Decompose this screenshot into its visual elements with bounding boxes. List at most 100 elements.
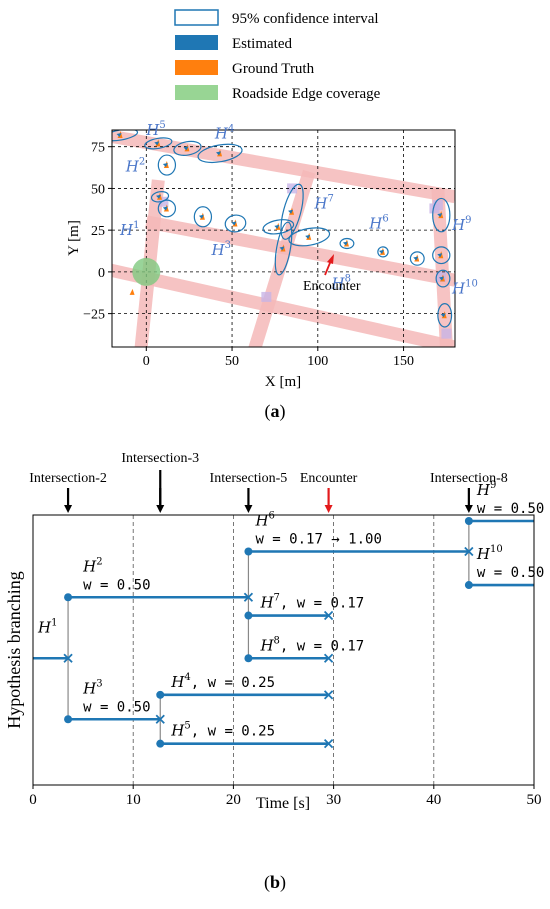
estimated-marker-6: [162, 206, 168, 211]
intersection-5: [158, 196, 169, 207]
b-xtick-label-4: 40: [426, 792, 441, 808]
branch-label-weight-3: , w = 0.25: [191, 675, 275, 691]
branch-label-weight-7: , w = 0.17: [280, 638, 364, 654]
branch-label-sup-5: 6: [269, 511, 275, 522]
hypothesis-base-8: H: [331, 275, 346, 293]
event-arrow-head-0: [64, 505, 73, 513]
event-label-1: Intersection-3: [121, 451, 199, 466]
branch-label-h-9: H: [476, 545, 491, 563]
branch-label-9: H10: [476, 544, 503, 563]
xtick-label-3: 150: [393, 354, 414, 369]
branch-label-3: H4, w = 0.25: [170, 672, 275, 691]
confidence-ellipse-15: [409, 251, 425, 266]
ytick-label-1: 0: [98, 266, 105, 281]
estimated-marker-12: [279, 246, 285, 251]
branch-label-weight-9: w = 0.50: [477, 565, 544, 581]
hypothesis-label-1: H4: [214, 123, 234, 142]
segment-start-H5: [156, 739, 165, 748]
estimated-marker-13: [342, 241, 348, 246]
intersection-4: [441, 328, 452, 339]
legend-swatch-0: [174, 9, 219, 26]
event-label-3: Encounter: [300, 471, 358, 486]
map-grid: [112, 130, 455, 347]
ytick-label-4: 75: [91, 141, 105, 156]
branch-label-h-0: H: [37, 618, 52, 636]
b-xtick-label-2: 20: [226, 792, 241, 808]
segment-start-H4: [156, 690, 165, 699]
hypothesis-label-9: H10: [451, 279, 478, 298]
legend-label-0: 95% confidence interval: [232, 11, 379, 27]
confidence-ellipse-6: [157, 199, 177, 218]
ytick-label-3: 50: [91, 182, 105, 197]
branch-label-weight-1: w = 0.50: [83, 577, 150, 593]
road-network: [112, 130, 455, 347]
branch-label-sup-8: 9: [490, 480, 496, 491]
estimated-marker-3: [216, 151, 222, 156]
branch-label-2: H3: [82, 678, 102, 697]
confidence-ellipse-14: [377, 246, 389, 258]
xtick-label-1: 50: [225, 354, 239, 369]
confidence-ellipse-19: [437, 303, 453, 328]
segment-end-H1: [63, 653, 73, 663]
hypothesis-label-4: H3: [210, 240, 230, 259]
panel-a-frame: [111, 129, 456, 348]
hypothesis-sup-1: 4: [228, 123, 234, 134]
hypothesis-label-6: H6: [368, 213, 388, 232]
segment-end-H4: [323, 690, 334, 700]
segment-start-H9: [464, 517, 473, 525]
segment-end-H5: [323, 739, 334, 749]
branch-label-weight-2: w = 0.50: [83, 699, 150, 715]
coverage-circle: [132, 257, 161, 286]
hypothesis-label-7: H9: [451, 215, 471, 234]
segment-start-H3: [64, 715, 73, 724]
confidence-ellipse-8: [224, 214, 247, 233]
branch-label-h-5: H: [254, 512, 269, 530]
panel-b-ylabel: Hypothesis branching: [4, 571, 24, 728]
panel-b-grid: [132, 515, 435, 785]
event-arrow-head-3: [324, 505, 333, 513]
panel-b-branching-chart: Intersection-2Intersection-3Intersection…: [4, 451, 544, 893]
hypothesis-base-3: H: [119, 221, 134, 239]
branch-label-sup-3: 4: [184, 672, 190, 683]
panel-b-frame: [32, 514, 535, 786]
branch-label-0: H1: [37, 617, 57, 636]
event-arrow-head-4: [464, 505, 473, 513]
estimated-marker-2: [183, 146, 189, 151]
branch-label-h-1: H: [82, 557, 97, 575]
confidence-ellipse-2: [173, 140, 202, 156]
branch-label-weight-6: , w = 0.17: [280, 596, 364, 612]
estimated-marker-10: [288, 209, 294, 214]
branch-label-4: H5, w = 0.25: [170, 721, 275, 740]
estimated-marker-19: [440, 313, 446, 318]
segment-end-H8: [323, 653, 334, 663]
panel-b-caption: (b): [264, 872, 286, 893]
segment-end-H3: [155, 714, 165, 724]
confidence-ellipse-4: [157, 154, 177, 176]
confidence-ellipse-13: [339, 237, 355, 250]
confidence-ellipse-18: [435, 269, 451, 288]
segment-start-H10: [464, 581, 473, 590]
panel-a-xlabel: X [m]: [265, 374, 301, 390]
intersection-3: [261, 291, 272, 302]
estimated-marker-8: [231, 221, 237, 226]
branch-label-sup-4: 5: [184, 721, 190, 732]
branch-label-h-7: H: [259, 636, 274, 654]
panel-b-events: Intersection-2Intersection-3Intersection…: [29, 451, 508, 513]
hypothesis-sup-4: 3: [225, 240, 231, 251]
branch-label-h-4: H: [170, 722, 185, 740]
hypothesis-base-6: H: [368, 214, 383, 232]
legend-swatch-1: [175, 35, 218, 50]
b-xtick-label-0: 0: [29, 792, 37, 808]
hypothesis-base-1: H: [214, 124, 229, 142]
confidence-ellipse-10: [280, 183, 304, 240]
segment-start-H6: [244, 547, 253, 556]
estimated-marker-4: [162, 163, 168, 168]
confidence-ellipse-3: [197, 143, 243, 164]
hypothesis-sup-9: 10: [465, 279, 478, 290]
hypothesis-base-9: H: [451, 280, 466, 298]
ytick-label-0: −25: [83, 308, 105, 323]
